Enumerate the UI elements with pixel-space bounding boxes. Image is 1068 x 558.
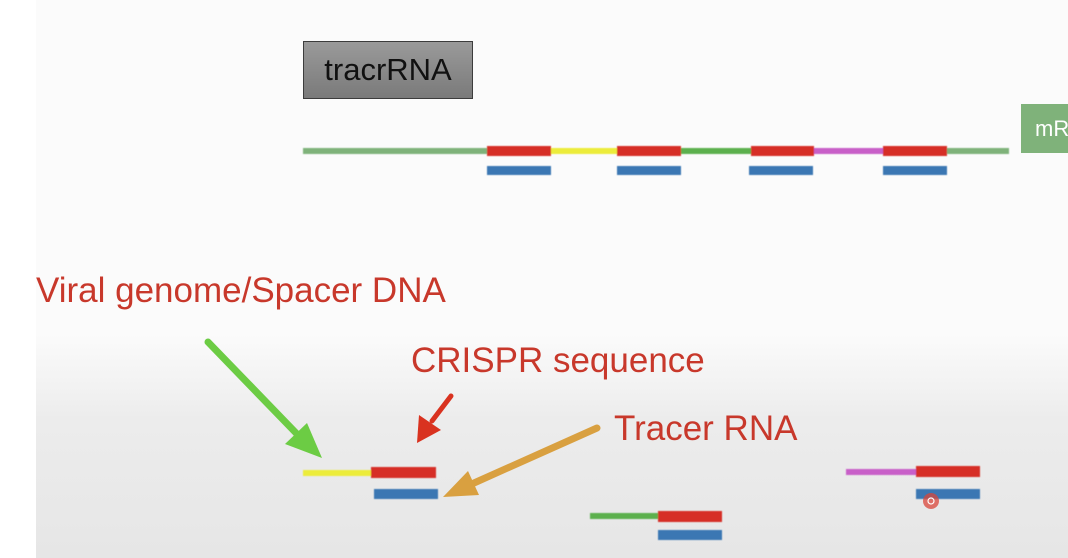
repeat-2: [617, 146, 681, 156]
repeat-4: [883, 146, 947, 156]
label-tracer-rna: Tracer RNA: [614, 409, 798, 448]
label-viral-genome: Viral genome/Spacer DNA: [36, 271, 446, 310]
crrna-yellow-tracr: [374, 489, 438, 499]
crrna-yellow-spacer: [303, 470, 371, 476]
mrna-box-partial: mR: [1021, 104, 1068, 153]
label-crispr-sequence: CRISPR sequence: [411, 341, 705, 380]
crrna-purple-tracr: [916, 489, 980, 499]
tracr-strand-2: [617, 166, 681, 175]
repeat-1: [487, 146, 551, 156]
tracr-strand-3: [749, 166, 813, 175]
tracr-strand-4: [883, 166, 947, 175]
crispr-array: [303, 146, 1009, 175]
crrna-green: [590, 511, 722, 540]
cursor-dot-icon: [923, 493, 939, 509]
spacer-green: [681, 148, 751, 154]
crrna-yellow: [303, 467, 438, 499]
crrna-yellow-repeat: [371, 467, 436, 478]
crrna-green-tracr: [658, 530, 722, 540]
spacer-yellow: [551, 148, 617, 154]
tracr-strand-1: [487, 166, 551, 175]
crrna-green-repeat: [658, 511, 722, 522]
spacer-purple: [814, 148, 883, 154]
repeat-3: [751, 146, 814, 156]
arrow-green-icon: [204, 338, 322, 458]
crrna-green-spacer: [590, 513, 658, 519]
tracrrna-box: tracrRNA: [303, 41, 473, 99]
array-backbone-left: [303, 148, 487, 154]
arrow-red-icon: [417, 393, 454, 443]
array-backbone-right: [947, 148, 1009, 154]
crrna-purple-spacer: [846, 469, 916, 475]
crrna-purple: [846, 466, 980, 499]
arrow-orange-icon: [443, 424, 601, 497]
crrna-purple-repeat: [916, 466, 980, 477]
slide-background: [36, 0, 1068, 558]
